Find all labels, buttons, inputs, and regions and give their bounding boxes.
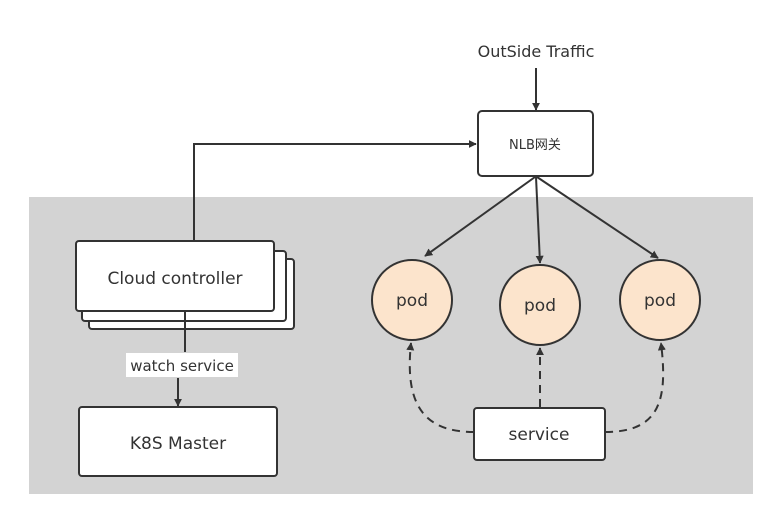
pod-middle — [499, 264, 581, 346]
nlb-gateway-label: NLB网关 — [509, 138, 561, 153]
pod-right-label: pod — [644, 291, 676, 311]
service-to-pod-left-arrow — [406, 342, 475, 433]
pod-left-label: pod — [396, 291, 428, 311]
service-label: service — [509, 425, 570, 445]
k8s-master-label: K8S Master — [130, 434, 226, 454]
nlb-gateway-box — [477, 110, 594, 177]
cloud-controller-label: Cloud controller — [107, 269, 242, 289]
cloud-controller-box — [75, 240, 275, 312]
nlb-to-pod-right-arrow — [536, 176, 659, 259]
outside-traffic-label: OutSide Traffic — [478, 42, 595, 61]
nlb-to-pod-middle-arrow — [535, 176, 544, 264]
service-to-pod-right-arrow — [604, 342, 666, 433]
watch-service-label-bg — [126, 353, 238, 377]
k8s-master-box — [78, 406, 278, 477]
pod-right — [619, 259, 701, 341]
watch-service-label: watch service — [130, 357, 234, 375]
pod-left — [371, 259, 453, 341]
nlb-to-pod-left-arrow — [424, 176, 536, 257]
pod-middle-label: pod — [524, 296, 556, 316]
service-box — [473, 407, 606, 461]
controller-to-nlb-arrow — [193, 140, 477, 241]
